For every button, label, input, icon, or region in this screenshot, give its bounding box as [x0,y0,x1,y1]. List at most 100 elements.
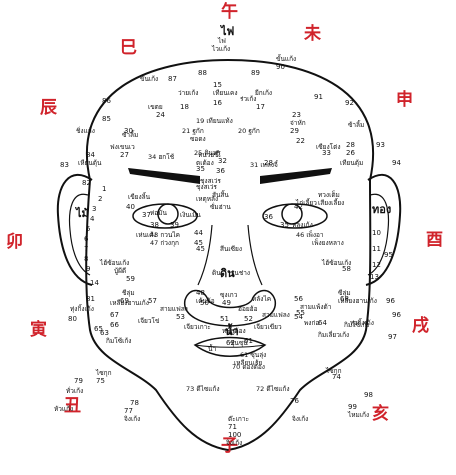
point-label: ซั่มฮ่าน [210,203,231,211]
point-number: 35 [280,221,289,229]
point-number: 79 [74,377,83,385]
point-number: 81 [86,295,95,303]
point-number: 36 [216,167,225,175]
point-number: 5 [86,225,91,233]
point-number: 77 [124,407,133,415]
point-label: เหลียนเร้ย [234,359,263,367]
point-label: จ่าหัก [290,119,306,127]
element-label-water: ไม้ [76,207,89,220]
point-label: ซ้าลิ้ม [348,121,365,129]
point-number: 92 [345,99,354,107]
point-label: จิงเก้ง [226,439,243,447]
point-label: ชิ่งแก้ง [76,127,95,135]
point-number: 56 [294,295,303,303]
point-number: 30 [124,127,133,135]
point-number: 33 [322,149,331,157]
point-label: ไฮ้ซ้อนเก้ง [322,259,352,267]
point-label: ไซกุก [96,369,112,377]
point-label: 21 ฐกัก [182,127,204,135]
point-number: 96 [386,297,395,305]
point-label: ขั้นเก้ง [140,75,159,83]
point-number: 48 [196,289,205,297]
zodiac-char: 辰 [40,98,57,118]
point-number: 76 [290,397,299,405]
point-label: 73 ดีไซแก้ง [186,385,220,393]
point-label: 34 ฮกโช้ [148,153,175,161]
point-label: หนวยขี้ [198,151,219,159]
element-label-gold: ทอง [372,203,392,216]
point-label: หลังไค [252,295,272,303]
point-number: 85 [102,115,111,123]
point-label: สามแฟลง [262,311,290,319]
point-label: ทวงเต็ม [318,191,340,199]
point-number: 36 [264,213,273,221]
point-number: 62 [226,339,235,347]
point-label: 20 ฐกัก [238,127,260,135]
point-number: 32 [218,157,227,165]
point-number: 84 [86,151,95,159]
point-number: 50 [200,299,209,307]
point-number: 7 [84,245,89,253]
zodiac-char: 午 [221,2,238,22]
point-label: เห่นเด้ง [136,231,157,239]
point-number: 80 [68,315,77,323]
point-number: 13 [370,273,379,281]
point-label: 47 ก่วงกุก [150,239,179,247]
point-label: 72 ดีไซแก้ง [256,385,290,393]
point-label: ชีลุ่ม [122,289,135,297]
point-number: 10 [372,229,381,237]
zodiac-char: 酉 [426,230,443,250]
point-number: 74 [332,373,341,381]
point-number: 22 [296,137,305,145]
point-label: สันสิ้น [212,191,229,199]
point-number: 17 [256,103,265,111]
point-number: 57 [148,297,157,305]
point-label: เขียงลิ้น [128,193,151,201]
point-number: 90 [276,63,285,71]
point-number: 100 [228,431,242,439]
right-ear-inner [367,193,390,276]
point-label: ยีกเก้ง [255,89,273,97]
point-number: 18 [180,103,189,111]
mouth-line [194,344,266,348]
point-label: จิงเก้ง [124,415,141,423]
zodiac-char: 丑 [64,396,81,416]
point-number: 11 [372,245,381,253]
point-label: ว่ายเก้ง [178,89,199,97]
point-number: 38 [150,221,159,229]
left-iris [157,203,179,225]
point-label: ร่วเก้ง [240,95,257,103]
point-label: เต้นอ้อ [196,297,215,305]
point-number: 61 [244,337,253,345]
point-number: 51 [220,315,229,323]
point-label: ต๊ะเกาะ [228,415,250,423]
left-ear [56,174,93,286]
point-label: ชุงสเว่ร [200,177,221,185]
point-label: ไซกุก [326,367,342,375]
point-number: 66 [110,321,119,329]
point-number: 1 [102,185,107,193]
point-label: ฟงเขนเว [110,143,135,151]
point-number: 26 [346,149,355,157]
point-label: เหตุหลัง [196,195,219,203]
point-number: 96 [392,311,401,319]
point-label: หน้าต้อง [222,327,246,335]
point-number: 45 [194,239,203,247]
point-number: 3 [92,205,97,213]
point-number: 64 [318,319,327,327]
right-eyebrow [260,168,332,184]
point-label: เจียวโข่ [138,317,160,325]
nose-bottom [184,289,276,327]
point-number: 71 [228,423,237,431]
point-number: 88 [198,69,207,77]
point-label: ตเต้อง [196,159,214,167]
point-number: 27 [120,151,129,159]
point-number: 53 [176,313,185,321]
point-number: 28 [264,159,273,167]
point-label: 31 เหลงจี๋ [250,161,278,169]
zodiac-char: 亥 [372,404,389,424]
zodiac-char: 申 [396,90,413,110]
point-label: ซ้าลิ้ม [122,131,139,139]
point-label: ดิน [212,269,221,277]
element-label-fire: ไฟ [221,25,235,38]
